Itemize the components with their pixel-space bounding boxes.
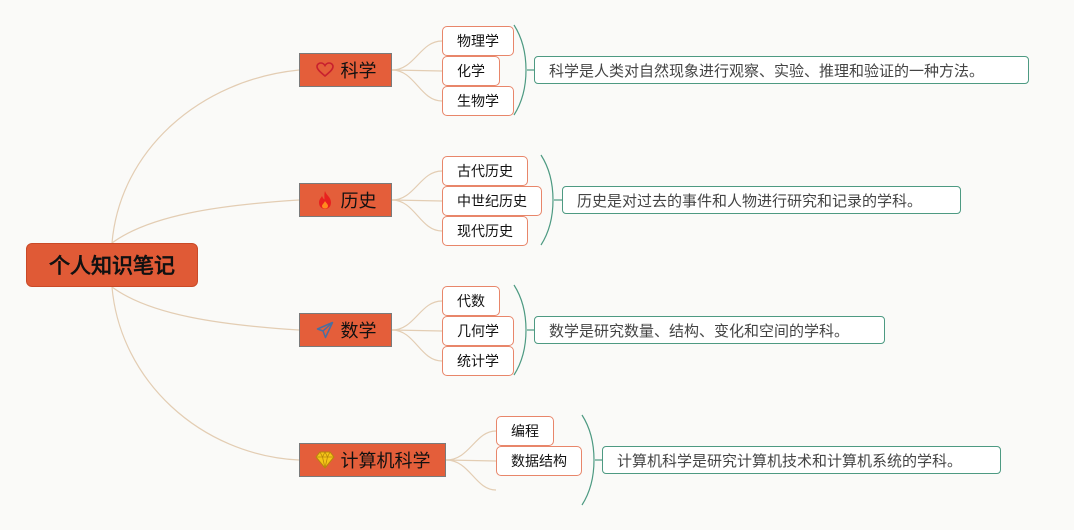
branch-history[interactable]: 历史 [299,183,392,217]
paper-plane-icon [315,320,335,340]
leaf-algebra[interactable]: 代数 [442,286,500,316]
diamond-icon [314,450,335,470]
connector-root-branch-4 [111,286,300,461]
leaf-label: 古代历史 [457,164,513,180]
branch-computer-science-label: 计算机科学 [340,451,431,472]
connector-root-branch-1 [111,69,300,244]
summary-history[interactable]: 历史是对过去的事件和人物进行研究和记录的学科。 [562,186,961,214]
leaf-biology[interactable]: 生物学 [442,86,514,116]
leaf-label: 统计学 [457,354,499,370]
leaf-label: 数据结构 [511,454,567,470]
leaf-physics[interactable]: 物理学 [442,26,514,56]
root-topic[interactable]: 个人知识笔记 [26,243,198,287]
branch-computer-science[interactable]: 计算机科学 [299,443,446,477]
summary-computer-science[interactable]: 计算机科学是研究计算机技术和计算机系统的学科。 [602,446,1001,474]
leaf-label: 化学 [457,64,485,80]
summary-text: 历史是对过去的事件和人物进行研究和记录的学科。 [577,191,923,210]
branch-history-label: 历史 [340,191,377,212]
leaf-chemistry[interactable]: 化学 [442,56,500,86]
summary-text: 计算机科学是研究计算机技术和计算机系统的学科。 [617,451,963,470]
leaf-ancient-history[interactable]: 古代历史 [442,156,528,186]
leaf-data-structures[interactable]: 数据结构 [496,446,582,476]
leaf-medieval-history[interactable]: 中世纪历史 [442,186,542,216]
fire-icon [315,190,335,210]
leaf-label: 物理学 [457,34,499,50]
leaf-modern-history[interactable]: 现代历史 [442,216,528,246]
leaf-programming[interactable]: 编程 [496,416,554,446]
leaf-label: 中世纪历史 [457,194,527,210]
leaf-label: 代数 [457,294,485,310]
summary-math[interactable]: 数学是研究数量、结构、变化和空间的学科。 [534,316,885,344]
branch-math-label: 数学 [340,321,377,342]
connector-root-branch-3 [111,286,300,331]
summary-bracket-1 [513,24,527,116]
summary-bracket-4 [581,414,595,506]
leaf-label: 生物学 [457,94,499,110]
summary-text: 科学是人类对自然现象进行观察、实验、推理和验证的一种方法。 [549,61,985,80]
heart-icon [315,60,335,80]
summary-science[interactable]: 科学是人类对自然现象进行观察、实验、推理和验证的一种方法。 [534,56,1029,84]
leaf-statistics[interactable]: 统计学 [442,346,514,376]
connector-root-branch-2 [111,199,300,244]
summary-bracket-3 [513,284,527,376]
leaf-label: 几何学 [457,324,499,340]
branch-science[interactable]: 科学 [299,53,392,87]
branch-math[interactable]: 数学 [299,313,392,347]
summary-bracket-2 [540,154,554,246]
leaf-geometry[interactable]: 几何学 [442,316,514,346]
branch-science-label: 科学 [340,61,377,82]
summary-text: 数学是研究数量、结构、变化和空间的学科。 [549,321,850,340]
leaf-label: 现代历史 [457,224,513,240]
root-topic-label: 个人知识笔记 [49,254,175,278]
leaf-label: 编程 [511,424,539,440]
